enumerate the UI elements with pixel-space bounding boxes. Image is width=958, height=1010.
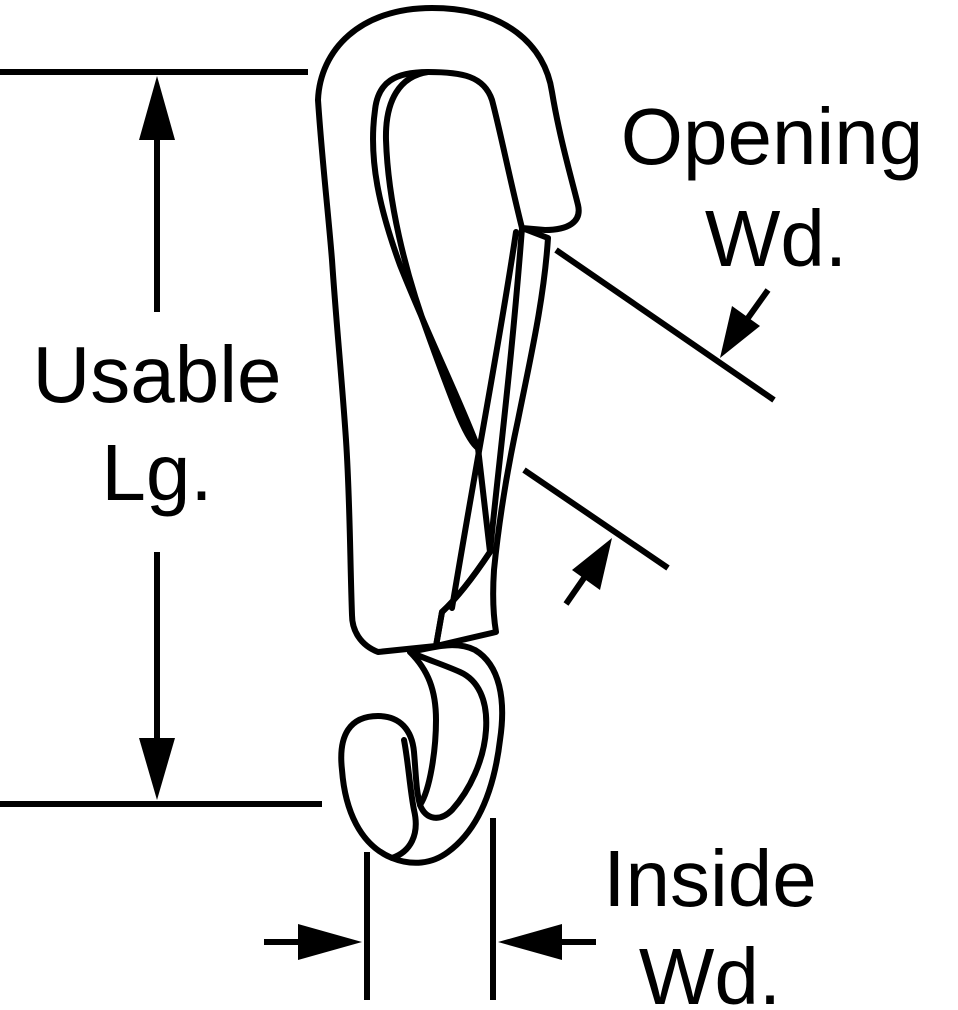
opening-width-lower-leader bbox=[563, 576, 587, 606]
opening-width-dimension: Opening Wd. bbox=[522, 92, 923, 606]
hook-curl bbox=[338, 642, 506, 866]
opening-width-arrow-lower-icon bbox=[572, 538, 612, 590]
inside-width-label-line2: Wd. bbox=[639, 932, 781, 1010]
snap-hook bbox=[315, 5, 582, 866]
opening-width-label-line1: Opening bbox=[621, 92, 923, 181]
opening-width-upper-extension-line bbox=[554, 247, 776, 403]
hook-curl-inner bbox=[407, 649, 439, 808]
opening-width-lower-extension-line bbox=[522, 467, 670, 571]
hook-body-outline bbox=[315, 5, 582, 655]
opening-width-label-line2: Wd. bbox=[705, 194, 847, 283]
usable-length-label-line2: Lg. bbox=[101, 428, 212, 517]
inside-width-label-line1: Inside bbox=[603, 834, 816, 923]
inside-width-dimension: Inside Wd. bbox=[264, 818, 817, 1010]
hook-inner-edge bbox=[382, 69, 481, 451]
hook-gate-inner bbox=[449, 229, 519, 611]
usable-length-dimension: Usable Lg. bbox=[0, 69, 322, 807]
inside-width-arrow-right-icon bbox=[298, 924, 362, 960]
opening-width-arrow-upper-icon bbox=[720, 306, 760, 358]
inside-width-arrow-left-icon bbox=[498, 924, 562, 960]
hook-curl-shadow bbox=[389, 737, 419, 861]
usable-length-arrow-down-icon bbox=[139, 738, 175, 800]
usable-length-label-line1: Usable bbox=[32, 330, 281, 419]
hook-gate bbox=[433, 225, 551, 649]
opening-width-upper-leader bbox=[745, 288, 771, 320]
usable-length-arrow-up-icon bbox=[139, 76, 175, 140]
